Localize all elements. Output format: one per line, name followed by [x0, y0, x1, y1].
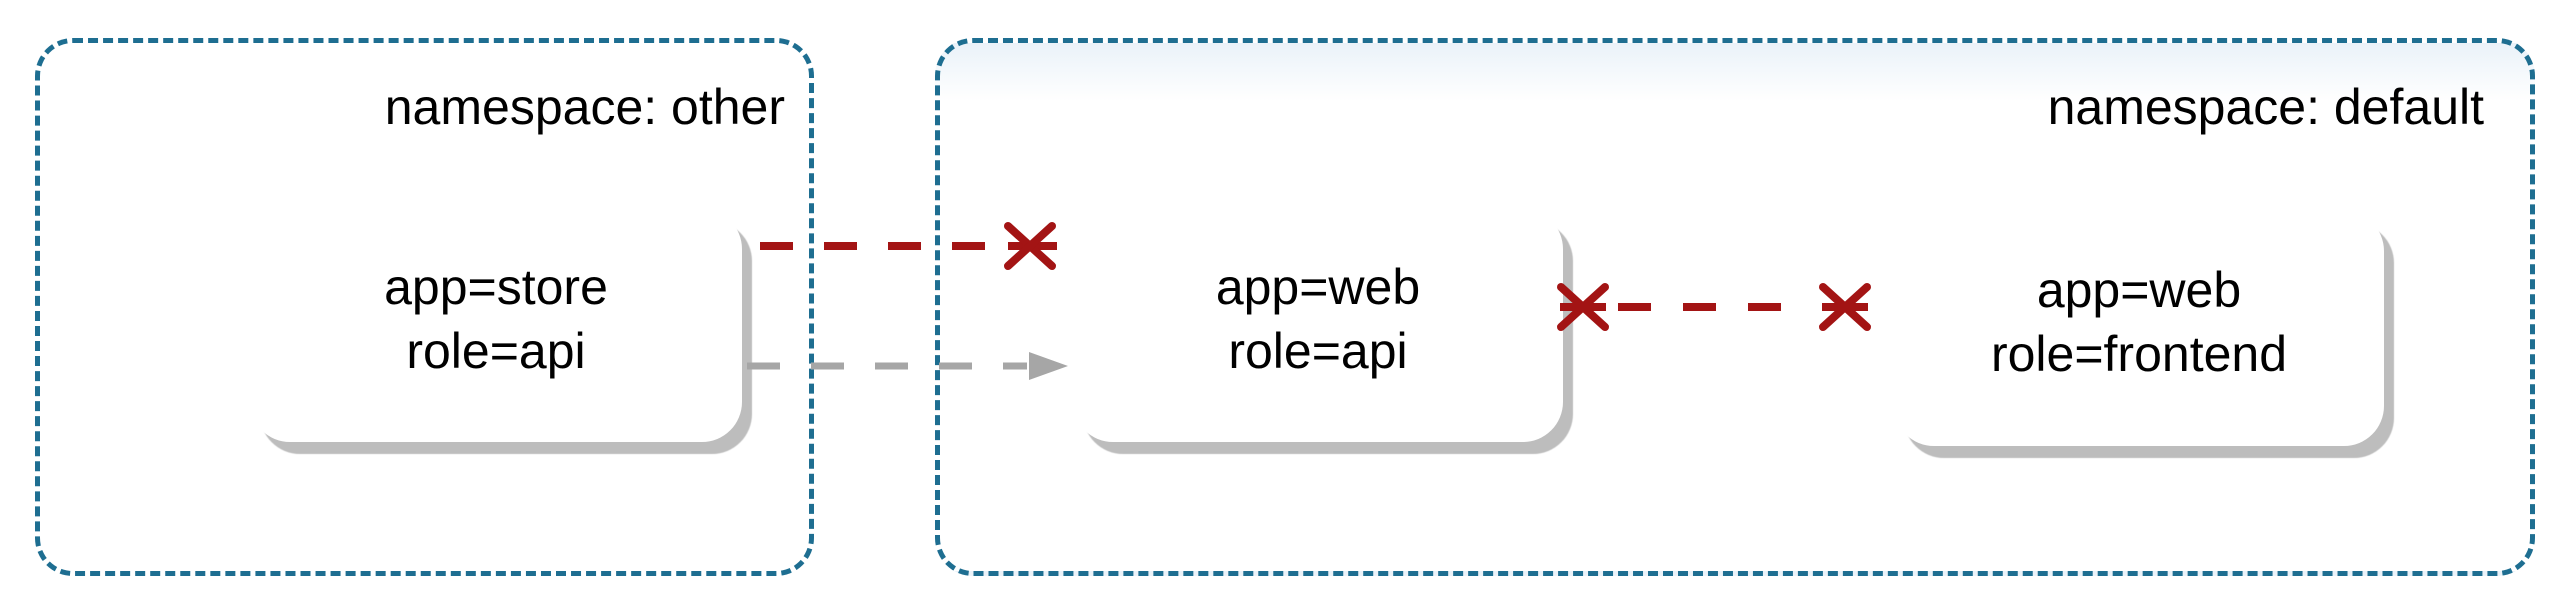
pod-label-line: app=store [384, 258, 608, 315]
connection-blocked-store-to-default [760, 222, 1057, 270]
pod-web-frontend: app=web role=frontend [1894, 211, 2384, 446]
namespace-label-default: namespace: default [2047, 79, 2484, 135]
connection-blocked-web-api-web-frontend [1557, 283, 1871, 331]
pod-label-line: app=web [1215, 258, 1421, 315]
connection-allowed-store-to-web-api [747, 352, 1068, 380]
blocked-cross-icon [1819, 283, 1871, 331]
pod-label-line: role=api [406, 322, 586, 379]
blocked-cross-icon [1004, 222, 1056, 270]
blocked-cross-icon [1557, 283, 1609, 331]
pod-label-line: app=web [2036, 261, 2242, 318]
arrowhead-icon [1029, 352, 1068, 380]
pod-store-api: app=store role=api [250, 209, 742, 442]
pod-web-api: app=web role=api [1073, 209, 1563, 442]
namespace-label-other: namespace: other [384, 79, 785, 135]
pod-label-line: role=frontend [1990, 325, 2288, 382]
pod-label-line: role=api [1228, 322, 1408, 379]
